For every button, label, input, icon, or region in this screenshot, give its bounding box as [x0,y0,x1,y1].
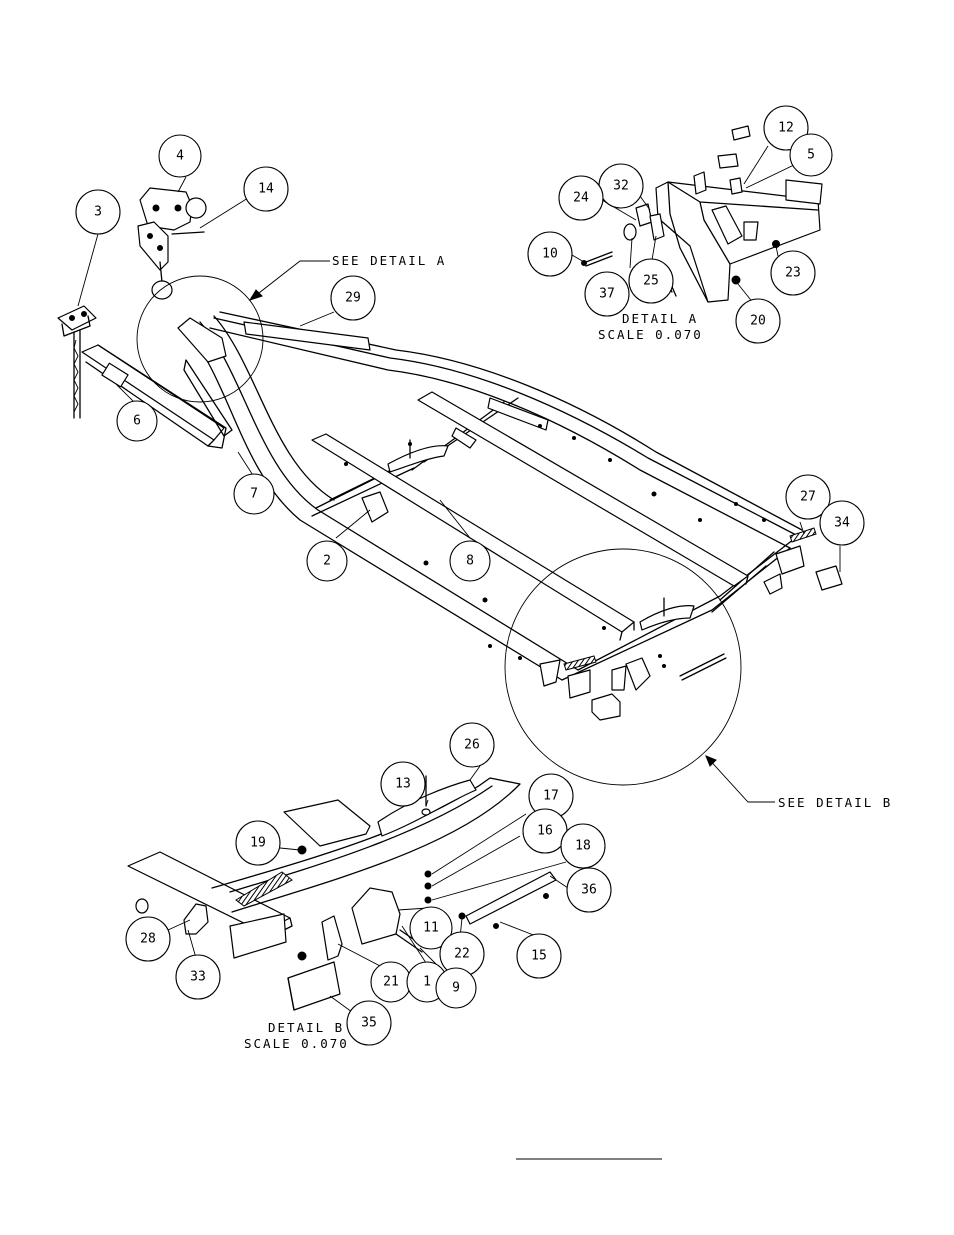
detail-b-view [127,775,557,1011]
callout-bubble: 6 [116,400,158,442]
detail-b-title: DETAIL B [268,1020,344,1035]
svg-text:9: 9 [452,981,460,996]
callout-bubble: 15 [516,933,562,979]
svg-text:14: 14 [258,182,274,197]
callout-bubble: 32 [598,163,644,209]
fender-strip [243,321,371,351]
detail-b-circle [504,548,742,786]
callout-bubble: 2 [306,540,348,582]
callout-bubble: 3 [75,189,121,235]
svg-text:35: 35 [361,1016,377,1031]
callout-bubble: 7 [233,473,275,515]
svg-text:1: 1 [423,975,431,990]
svg-text:23: 23 [785,266,801,281]
callout-bubble: 22 [439,931,485,977]
svg-text:11: 11 [423,921,439,936]
callout-bubble: 27 [785,474,831,520]
callout-bubble: 11 [409,906,453,950]
detail-b-scale: SCALE 0.070 [244,1036,349,1051]
callout-bubble: 10 [527,231,573,277]
detail-a-circle [136,275,264,403]
callout-bubble: 25 [628,258,674,304]
svg-text:10: 10 [542,247,558,262]
tongue [81,344,227,449]
detail-a-title: DETAIL A [622,311,698,326]
svg-text:20: 20 [750,314,766,329]
svg-text:24: 24 [573,191,589,206]
callout-bubble: 23 [770,250,816,296]
see-detail-b-label: SEE DETAIL B [778,795,892,810]
callout-bubble: 35 [346,1000,392,1046]
callout-bubble: 14 [243,166,289,212]
bunk-board [311,433,635,633]
svg-text:4: 4 [176,149,184,164]
svg-text:28: 28 [140,932,156,947]
callout-bubble: 29 [330,275,376,321]
svg-text:32: 32 [613,179,629,194]
coupler [57,305,97,419]
svg-text:19: 19 [250,836,266,851]
callout-bubble: 20 [735,298,781,344]
svg-text:16: 16 [537,824,553,839]
svg-text:25: 25 [643,274,659,289]
callout-bubble: 13 [380,761,426,807]
svg-text:2: 2 [323,554,331,569]
frame-rail [177,311,803,681]
svg-text:29: 29 [345,291,361,306]
svg-text:36: 36 [581,883,597,898]
svg-text:21: 21 [383,975,399,990]
svg-text:15: 15 [531,949,547,964]
callout-bubble: 26 [449,722,495,768]
svg-text:3: 3 [94,205,102,220]
svg-text:17: 17 [543,789,559,804]
callout-bubble: 9 [435,967,477,1009]
callout-bubble: 36 [566,867,612,913]
callout-bubble: 4 [158,134,202,178]
callout-bubble: 33 [175,954,221,1000]
callout-bubble: 19 [235,820,281,866]
callout-bubble: 28 [125,916,171,962]
see-detail-a-label: SEE DETAIL A [332,253,446,268]
bunk-bracket [639,605,695,631]
callout-bubble: 18 [560,823,606,869]
callout-bubble: 24 [558,175,604,221]
bunk-bracket [387,445,449,473]
svg-text:37: 37 [599,287,615,302]
svg-text:34: 34 [834,516,850,531]
svg-text:26: 26 [464,738,480,753]
svg-text:18: 18 [575,839,591,854]
callout-bubble: 8 [449,540,491,582]
callout-bubble: 37 [584,271,630,317]
callout-bubble: 21 [370,961,412,1003]
detail-a-view [581,125,823,303]
svg-text:7: 7 [250,487,258,502]
svg-text:5: 5 [807,148,815,163]
callout-bubble: 5 [789,133,833,177]
main-trailer-frame [57,187,843,721]
svg-text:12: 12 [778,121,794,136]
svg-text:33: 33 [190,970,206,985]
callout-bubble: 16 [522,808,568,854]
winch-stand [137,187,207,300]
svg-text:6: 6 [133,414,141,429]
svg-text:8: 8 [466,554,474,569]
detail-a-scale: SCALE 0.070 [598,327,703,342]
svg-text:13: 13 [395,777,411,792]
callout-bubble: 34 [819,500,865,546]
svg-text:22: 22 [454,947,470,962]
svg-text:27: 27 [800,490,816,505]
